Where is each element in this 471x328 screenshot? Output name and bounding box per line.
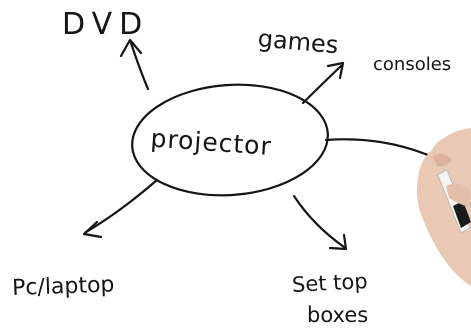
hand-shape bbox=[416, 128, 471, 286]
branch-label-set-top: Set top bbox=[291, 269, 368, 297]
connector-pc-laptop bbox=[84, 178, 159, 234]
arrowhead-games-consoles bbox=[326, 61, 345, 80]
branch-label-games: games bbox=[257, 24, 340, 59]
arrowhead-set-top-boxes bbox=[328, 233, 348, 251]
finger-shade bbox=[433, 153, 452, 167]
marker-cap bbox=[453, 201, 471, 228]
connector-right bbox=[324, 138, 430, 157]
connector-set-top-boxes bbox=[292, 194, 346, 249]
arrowhead-pc-laptop bbox=[82, 220, 103, 239]
branch-label-dvd: DVD bbox=[62, 7, 149, 42]
branch-label-pc-laptop: Pc/laptop bbox=[12, 272, 115, 301]
center-node-ellipse bbox=[131, 83, 329, 197]
connector-dvd bbox=[129, 41, 150, 91]
hand-with-marker-illustration bbox=[416, 128, 471, 286]
arrowhead-dvd bbox=[119, 38, 143, 58]
branch-label-boxes: boxes bbox=[307, 303, 368, 327]
thumb-shape bbox=[446, 183, 471, 208]
branch-label-consoles: consoles bbox=[373, 54, 451, 75]
center-node-label: projector bbox=[150, 124, 273, 161]
connector-games-consoles bbox=[301, 64, 343, 105]
